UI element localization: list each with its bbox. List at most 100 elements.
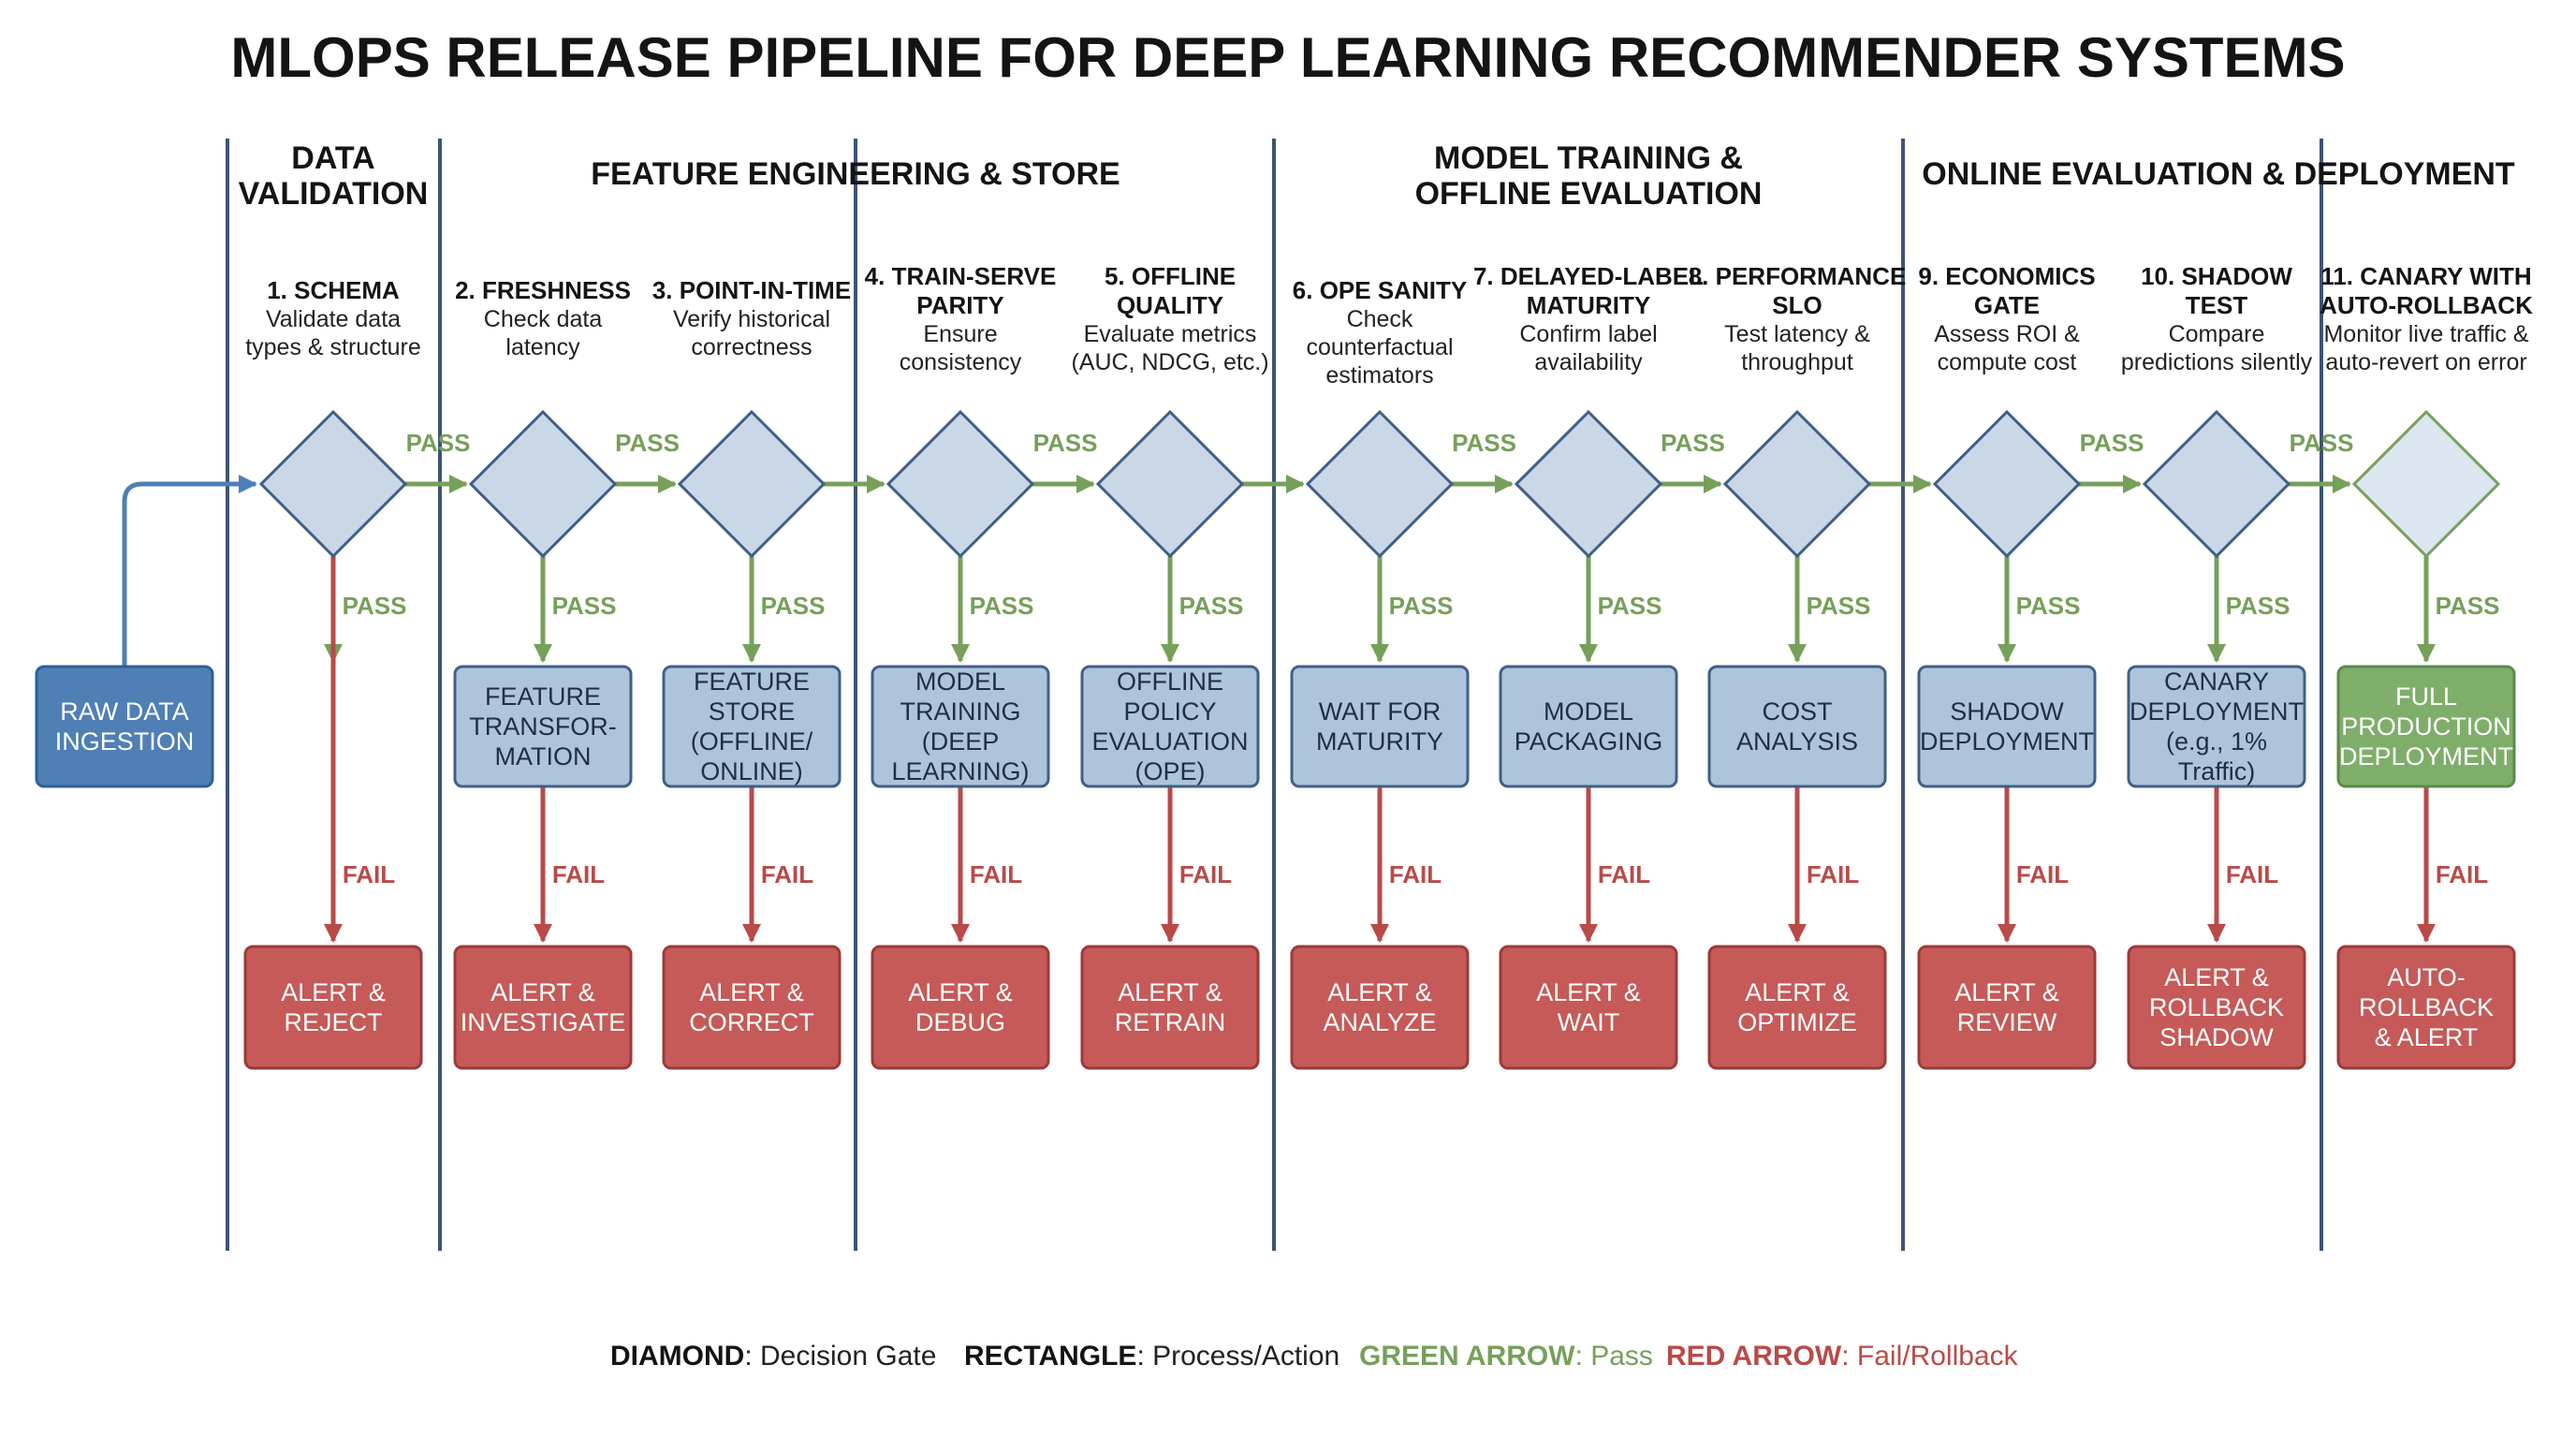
process-label-line: TRAINING	[900, 697, 1020, 726]
pass-label: PASS	[1452, 429, 1516, 457]
process-label-line: (OFFLINE/	[691, 727, 813, 756]
alert-rect	[243, 945, 423, 1070]
legend-text: : Decision Gate	[744, 1341, 936, 1372]
gate-description: predictions silently	[2121, 349, 2313, 375]
gate-title: 7. DELAYED-LABEL	[1473, 262, 1704, 290]
phase-dividers	[226, 139, 2323, 1251]
process-label-line: OFFLINE	[1117, 668, 1223, 696]
alert-rect	[2127, 945, 2306, 1070]
pass-label: PASS	[1033, 429, 1098, 457]
process-rect	[1499, 665, 1678, 788]
decision-diamond	[1095, 409, 1245, 559]
alert-label-line: RETRAIN	[1115, 1008, 1226, 1036]
pass-label: PASS	[406, 429, 471, 457]
alert-label-line: ALERT &	[699, 978, 804, 1006]
gate-description: Validate data	[266, 306, 401, 332]
gate-description: Evaluate metrics	[1084, 321, 1257, 347]
gate-6: 6. OPE SANITYCheckcounterfactualestimato…	[1293, 276, 1467, 559]
process-label-line: MODEL	[915, 668, 1005, 696]
pass-label: PASS	[1598, 592, 1662, 620]
process-label-line: CANARY	[2164, 668, 2269, 696]
alert-box: ALERT &CORRECT	[662, 945, 842, 1070]
gate-description: auto-revert on error	[2325, 349, 2526, 375]
alert-label-line: SHADOW	[2159, 1023, 2274, 1051]
process-label-line: COST	[1762, 697, 1832, 726]
phase-header-line: VALIDATION	[239, 176, 429, 212]
alert-label: ALERT &INVESTIGATE	[461, 978, 626, 1036]
fail-label: FAIL	[2436, 860, 2488, 888]
alert-label-line: INVESTIGATE	[461, 1008, 626, 1036]
gate-description: Ensure	[923, 321, 997, 347]
process-label-line: Traffic)	[2178, 757, 2256, 785]
process-rect	[453, 665, 633, 788]
alert-label-line: REJECT	[284, 1008, 382, 1036]
alert-label-line: ALERT &	[1536, 978, 1641, 1006]
process-rect	[871, 665, 1050, 788]
process-label-line: MATION	[495, 742, 592, 770]
gate-description: correctness	[691, 334, 812, 360]
process-label-line: FEATURE	[485, 682, 601, 711]
process-label-line: DEPLOYMENT	[1920, 727, 2094, 756]
alert-label-line: ALERT &	[490, 978, 595, 1006]
gate-title: QUALITY	[1117, 291, 1223, 319]
alert-label-line: DEBUG	[915, 1008, 1005, 1036]
gate-title: 11. CANARY WITH	[2320, 262, 2531, 290]
legend-item: GREEN ARROW: Pass	[1359, 1341, 1653, 1372]
decision-diamond	[2351, 409, 2501, 559]
fail-label: FAIL	[1389, 860, 1442, 888]
alert-label-line: ALERT &	[1954, 978, 2059, 1006]
gate-title: 2. FRESHNESS	[455, 276, 631, 304]
gate-title: 1. SCHEMA	[267, 276, 400, 304]
pass-label: PASS	[1179, 592, 1244, 620]
process-label-line: MATURITY	[1316, 727, 1443, 756]
gate-description: compute cost	[1938, 349, 2077, 375]
alert-rect	[1080, 945, 1260, 1070]
phase-header-line: OFFLINE EVALUATION	[1415, 176, 1763, 212]
pass-label: PASS	[343, 592, 407, 620]
legend-item: DIAMOND: Decision Gate	[610, 1341, 936, 1372]
phase-header: MODEL TRAINING &OFFLINE EVALUATION	[1415, 140, 1763, 212]
alert-rect	[662, 945, 842, 1070]
phase-header-line: MODEL TRAINING &	[1434, 140, 1743, 176]
gate-description: latency	[505, 334, 580, 360]
decision-diamond	[258, 409, 408, 559]
alert-label-line: ALERT &	[2164, 963, 2269, 991]
pass-label: PASS	[2436, 592, 2500, 620]
alert-label-line: & ALERT	[2375, 1023, 2479, 1051]
alert-rect	[1290, 945, 1470, 1070]
alert-label: ALERT &RETRAIN	[1115, 978, 1226, 1036]
process-label-line: (DEEP	[922, 727, 1000, 756]
process-label-line: DEPLOYMENT	[2130, 697, 2304, 726]
gate-description: throughput	[1741, 349, 1853, 375]
phase-header-line: DATA	[291, 140, 374, 176]
process-rect	[1290, 665, 1470, 788]
gate-description: Check data	[484, 306, 603, 332]
gate-title: 3. POINT-IN-TIME	[652, 276, 851, 304]
gate-title: 5. OFFLINE	[1105, 262, 1236, 290]
gate-description: (AUC, NDCG, etc.)	[1071, 349, 1268, 375]
gate-title: PARITY	[916, 291, 1003, 319]
alert-rect	[1707, 945, 1887, 1070]
pass-label: PASS	[615, 429, 680, 457]
process-label-line: STORE	[709, 697, 796, 726]
fail-label: FAIL	[970, 860, 1022, 888]
gate-description: Test latency &	[1724, 321, 1870, 347]
decision-diamond	[677, 409, 827, 559]
alert-label-line: CORRECT	[689, 1008, 814, 1036]
process-rect	[1917, 665, 2097, 788]
gate-title: 6. OPE SANITY	[1293, 276, 1467, 304]
alert-box: ALERT &RETRAIN	[1080, 945, 1260, 1070]
process-label-line: DEPLOYMENT	[2339, 742, 2513, 770]
